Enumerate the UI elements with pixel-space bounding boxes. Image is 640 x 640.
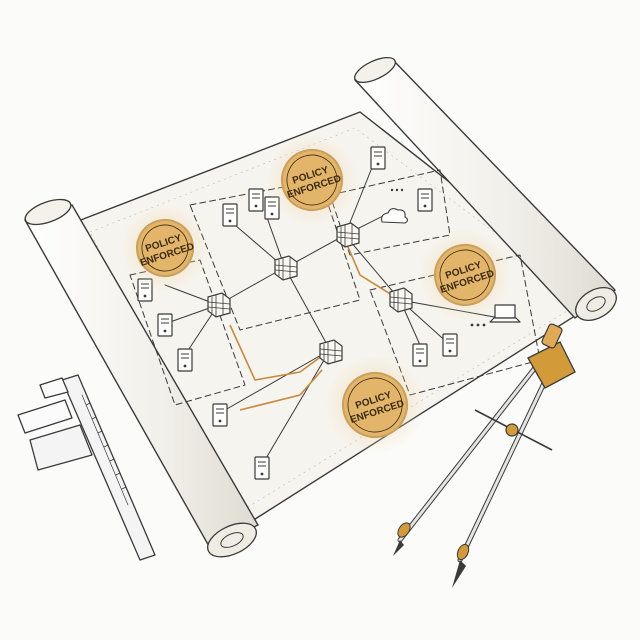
right-paper-roll <box>353 56 617 322</box>
left-paper-roll <box>23 198 259 558</box>
policy-stamp-right: POLICY ENFORCED <box>419 229 511 321</box>
laptop-icon <box>489 304 521 323</box>
policy-stamp-bottom: POLICY ENFORCED <box>325 355 425 455</box>
orange-data-paths <box>229 239 401 411</box>
cloud-icon <box>381 207 409 224</box>
ellipsis-icon <box>390 188 486 327</box>
vernier-caliper-icon <box>17 374 156 561</box>
drafting-compass-icon <box>393 323 576 588</box>
policy-stamp-left: POLICY ENFORCED <box>121 204 209 292</box>
policy-stamp-top: POLICY ENFORCED <box>266 134 358 226</box>
